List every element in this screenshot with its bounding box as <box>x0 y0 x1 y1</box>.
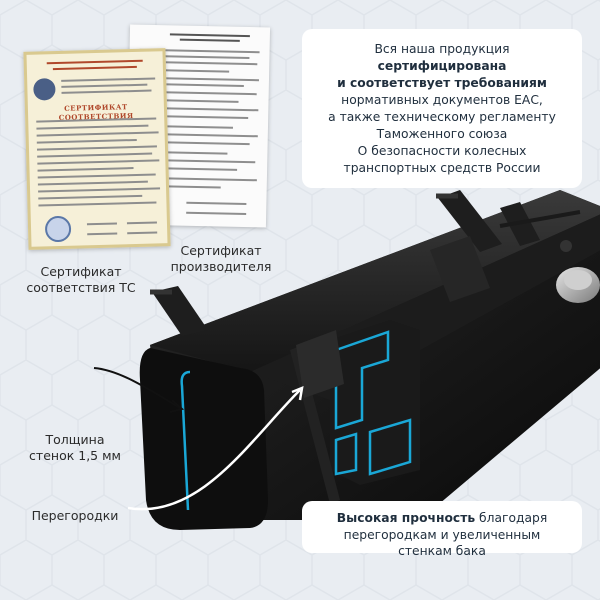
strength-info-box: Высокая прочность благодаря перегородкам… <box>302 501 582 558</box>
info-line-5: а также техническому регламенту <box>328 110 556 124</box>
info-line-1: Вся наша продукция <box>374 42 510 56</box>
info-line-4: нормативных документов ЕАС, <box>341 93 543 107</box>
certification-info-box: Вся наша продукция сертифицирована и соо… <box>302 29 582 188</box>
strength-highlight: Высокая прочность <box>336 511 476 525</box>
info-line-8: транспортных средств России <box>343 161 541 175</box>
info-line-2: сертифицирована <box>377 59 507 73</box>
strength-line-3: стенкам бака <box>398 544 486 558</box>
label-partitions: Перегородки <box>31 508 119 523</box>
label-manufacturer-certificate: Сертификат производителя <box>170 243 272 274</box>
info-line-7: О безопасности колесных <box>357 144 527 158</box>
info-line-3: и соответствует требованиям <box>337 76 547 90</box>
strength-line-1: благодаря <box>475 511 548 525</box>
info-line-6: Таможенного союза <box>376 127 508 141</box>
label-tc-certificate: Сертификат соответствия ТС <box>26 264 136 295</box>
label-wall-thickness: Толщина стенок 1,5 мм <box>29 432 121 463</box>
strength-line-2: перегородкам и увеличенным <box>343 527 541 542</box>
